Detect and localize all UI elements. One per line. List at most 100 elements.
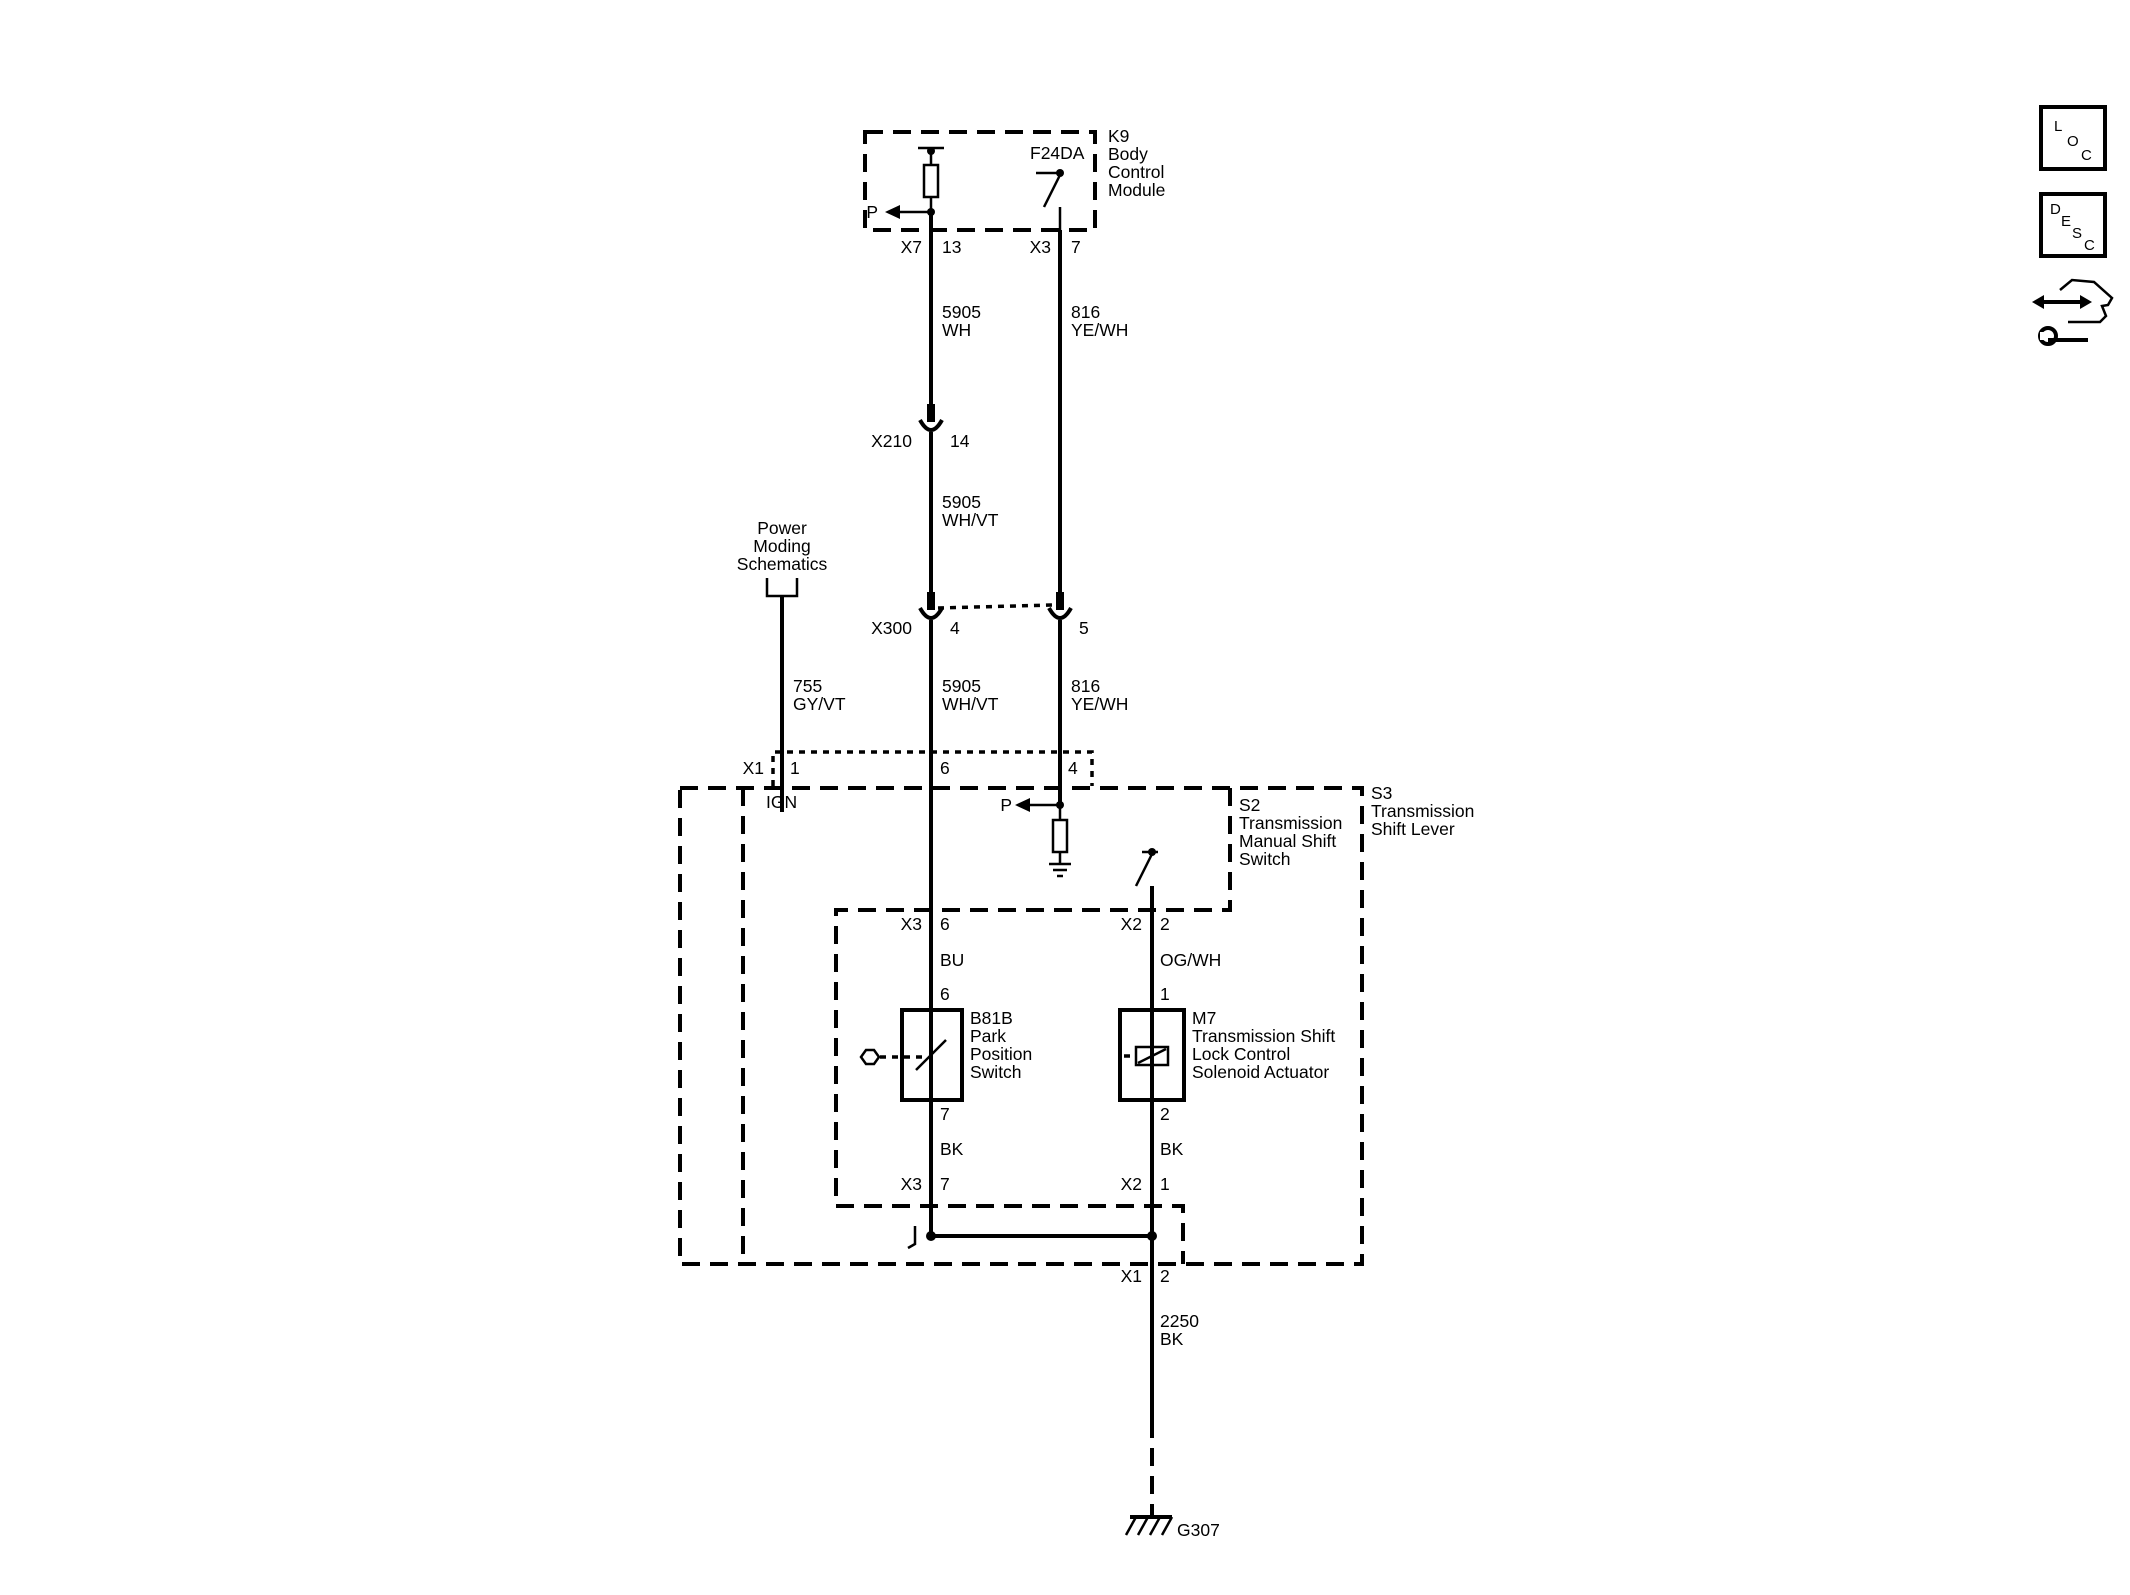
connector-labels: X7 13 X3 7 X210 14 X300 4 5 X1 1 6 4 IGN…: [743, 237, 1170, 1286]
wire-816-lower-number: 816: [1071, 676, 1100, 696]
b81b-name-1: Park: [970, 1026, 1006, 1046]
wire-816-upper-number: 816: [1071, 302, 1100, 322]
wire-755-number: 755: [793, 676, 822, 696]
power-moding-feed: Power Moding Schematics: [737, 518, 828, 788]
loc-letter-c: C: [2081, 147, 2092, 164]
wire-labels: 5905 WH 816 YE/WH 5905 WH/VT 755 GY/VT 5…: [793, 302, 1221, 1349]
x210-connector-block: [927, 404, 935, 422]
wire-5905-whvt-upper-color: WH/VT: [942, 510, 999, 530]
loc-letter-l: L: [2054, 118, 2062, 135]
wire-755-color: GY/VT: [793, 694, 846, 714]
m7-x2-bottom-name: X2: [1121, 1174, 1142, 1194]
k9-x7-name: X7: [901, 237, 922, 257]
loc-letter-o: O: [2067, 133, 2079, 150]
b81b-name-3: Switch: [970, 1062, 1022, 1082]
s3-x1-connector-outline: [771, 750, 1094, 786]
ground-splice: G307: [907, 1226, 1220, 1540]
s3-x1-bottom-name: X1: [1121, 1266, 1142, 1286]
x300-name: X300: [871, 618, 912, 638]
k9-body-control-module: P F24DA K9 Body Control Module: [863, 126, 1165, 232]
wire-5905-wh-color: WH: [942, 320, 971, 340]
power-moding-line-1: Power: [757, 518, 807, 538]
loc-button[interactable]: L O C: [2039, 105, 2107, 171]
power-moding-line-3: Schematics: [737, 554, 828, 574]
m7-name-3: Solenoid Actuator: [1192, 1062, 1329, 1082]
x300-connector-block-left: [927, 592, 935, 610]
desc-letter-d: D: [2050, 201, 2061, 218]
connector-repair-icon[interactable]: [2032, 278, 2114, 346]
wire-2250-number: 2250: [1160, 1311, 1199, 1331]
s2-pulldown-resistor: P: [1000, 795, 1071, 878]
x300-pin-5: 5: [1079, 618, 1089, 638]
b81b-pin-bottom: 7: [940, 1104, 950, 1124]
b81b-id: B81B: [970, 1008, 1013, 1028]
wire-816-lower-color: YE/WH: [1071, 694, 1128, 714]
k9-p-label: P: [866, 202, 878, 222]
power-moding-line-2: Moding: [753, 536, 810, 556]
x300-pin-4: 4: [950, 618, 960, 638]
s3-x1-pin-1: 1: [790, 758, 800, 778]
wire-5905-whvt-lower-number: 5905: [942, 676, 981, 696]
s2-name-2: Manual Shift: [1239, 831, 1336, 851]
wire-816: [1047, 230, 1073, 805]
wire-816-upper-color: YE/WH: [1071, 320, 1128, 340]
x300-connector-block-right: [1056, 592, 1064, 610]
m7-shift-lock-solenoid: M7 Transmission Shift Lock Control Solen…: [1118, 1008, 1335, 1102]
b81-x3-bottom-name: X3: [901, 1174, 922, 1194]
x300-shared-connector-link: [937, 603, 1054, 610]
s3-x1-pin-4: 4: [1068, 758, 1078, 778]
x210-pin: 14: [950, 431, 970, 451]
ground-g307-label: G307: [1177, 1520, 1220, 1540]
b81-x3-bottom-pin: 7: [940, 1174, 950, 1194]
b81-x3-top-pin: 6: [940, 914, 950, 934]
desc-letter-e: E: [2061, 213, 2071, 230]
k9-x7-pin: 13: [942, 237, 961, 257]
m7-pin-top: 1: [1160, 984, 1170, 1004]
desc-letter-s: S: [2072, 225, 2082, 242]
wire-5905-wh-number: 5905: [942, 302, 981, 322]
b81b-park-position-switch: B81B Park Position Switch: [859, 1008, 1032, 1102]
wire-bk-right-label: BK: [1160, 1139, 1184, 1159]
desc-letter-c: C: [2084, 237, 2095, 254]
s3-x1-name: X1: [743, 758, 764, 778]
s3-id: S3: [1371, 783, 1392, 803]
m7-pin-bottom: 2: [1160, 1104, 1170, 1124]
m7-x2-top-pin: 2: [1160, 914, 1170, 934]
m7-x2-top-name: X2: [1121, 914, 1142, 934]
s3-x1-pin-6: 6: [940, 758, 950, 778]
b81-x3-top-name: X3: [901, 914, 922, 934]
k9-name-2: Control: [1108, 162, 1164, 182]
m7-x2-bottom-pin: 1: [1160, 1174, 1170, 1194]
wire-5905-whvt-upper-number: 5905: [942, 492, 981, 512]
m7-name-2: Lock Control: [1192, 1044, 1290, 1064]
s3-ign-label: IGN: [766, 792, 797, 812]
b81b-pin-top: 6: [940, 984, 950, 1004]
desc-button[interactable]: D E S C: [2039, 192, 2107, 258]
s3-shift-lever-boundary: [678, 786, 1364, 1266]
s2-name-3: Switch: [1239, 849, 1291, 869]
wire-5905-whvt-lower-color: WH/VT: [942, 694, 999, 714]
s2-name-1: Transmission: [1239, 813, 1342, 833]
s2-id: S2: [1239, 795, 1260, 815]
b81b-name-2: Position: [970, 1044, 1032, 1064]
s2-manual-shift-switch-boundary: [741, 788, 1232, 1264]
s3-name-1: Transmission: [1371, 801, 1474, 821]
wire-5905: [918, 212, 944, 1236]
s3-name-2: Shift Lever: [1371, 819, 1455, 839]
s3-x1-bottom-pin: 2: [1160, 1266, 1170, 1286]
k9-id: K9: [1108, 126, 1129, 146]
k9-x3-pin: 7: [1071, 237, 1081, 257]
s2-switch-contact: [1134, 848, 1158, 1236]
s2-p-label: P: [1000, 795, 1012, 815]
x210-name: X210: [871, 431, 912, 451]
k9-fuse-label: F24DA: [1030, 143, 1085, 163]
m7-name-1: Transmission Shift: [1192, 1026, 1335, 1046]
m7-id: M7: [1192, 1008, 1216, 1028]
wire-bu-label: BU: [940, 950, 964, 970]
k9-name-1: Body: [1108, 144, 1148, 164]
wire-ogwh-label: OG/WH: [1160, 950, 1221, 970]
k9-x3-name: X3: [1030, 237, 1051, 257]
wire-bk-left-label: BK: [940, 1139, 964, 1159]
wire-2250-color: BK: [1160, 1329, 1184, 1349]
